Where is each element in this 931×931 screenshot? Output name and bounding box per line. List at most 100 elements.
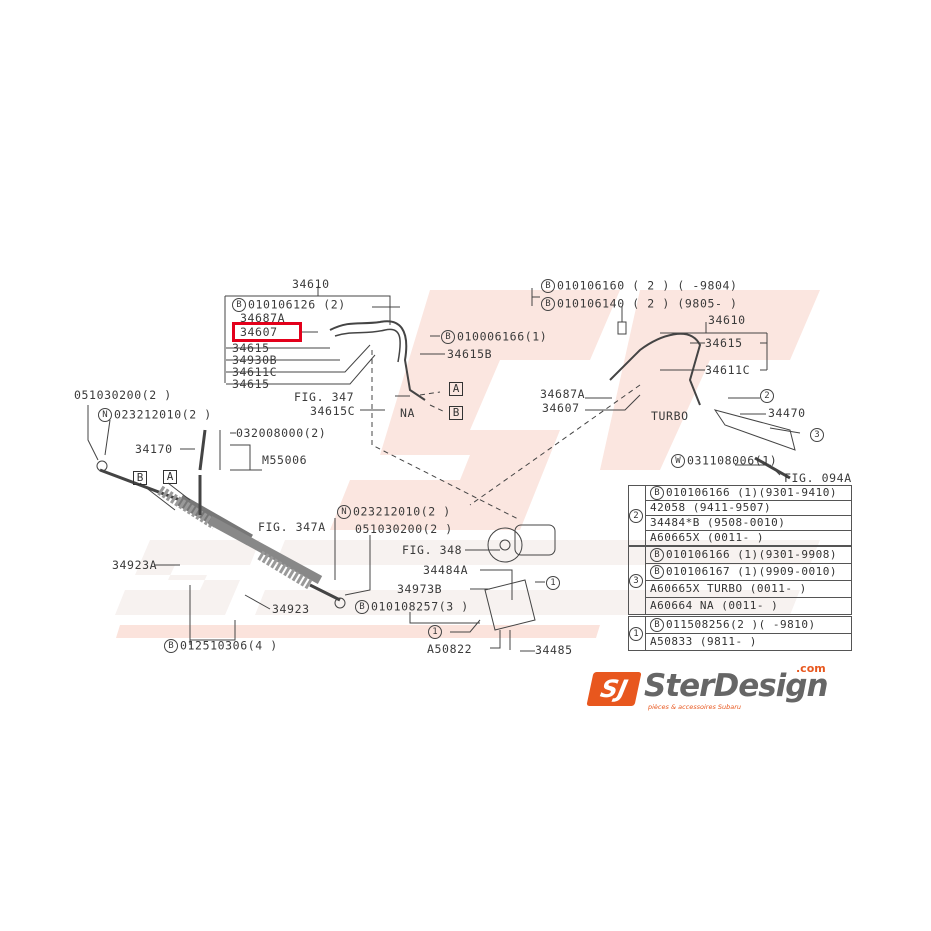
power-steering-pump-body [514, 524, 556, 556]
tie-rod-end-right [334, 597, 346, 609]
part-label-051030200[interactable]: 051030200(2 ) [74, 388, 172, 402]
figure-ref-094A[interactable]: FIG. 094A [784, 471, 852, 485]
bolt-prefix-icon: B [355, 600, 369, 614]
watermark-sj-mark [330, 290, 620, 530]
table-cell[interactable]: A60665X (0011- ) [645, 530, 852, 547]
part-number: 010106126 (2) [248, 297, 346, 312]
logo-tagline: pièces & accessoires Subaru [648, 703, 742, 711]
part-label-34170[interactable]: 34170 [135, 442, 173, 456]
variant-label-turbo: TURBO [651, 409, 689, 423]
logo-mark: SJ [586, 672, 642, 706]
table-key-3: 3 [628, 545, 646, 616]
hose-na-2 [334, 328, 401, 363]
part-label-34607[interactable]: 34607 [542, 401, 580, 415]
table-key-2: 2 [628, 485, 646, 547]
part-label-34687A[interactable]: 34687A [540, 387, 586, 401]
connector-ref-b: B [133, 471, 147, 485]
washer-prefix-icon: W [671, 454, 685, 468]
part-label-34615C[interactable]: 34615C [310, 404, 356, 418]
table-row: A60665X (0011- ) [629, 530, 852, 547]
circled-number: 1 [629, 626, 643, 641]
bolt-prefix-icon: B [650, 486, 664, 500]
part-number: 010006166(1) [457, 329, 548, 344]
part-label-34610[interactable]: 34610 [708, 313, 746, 327]
circled-number: 1 [546, 576, 560, 590]
part-number: 031108006(1) [687, 453, 778, 468]
logo-brand: SterDesign [644, 668, 829, 704]
table-key-1: 1 [628, 615, 646, 651]
steering-rack-body [207, 516, 323, 584]
table-cell[interactable]: A60665X TURBO (0011- ) [645, 580, 852, 598]
tie-rod-right [309, 583, 341, 602]
part-label-34923[interactable]: 34923 [272, 602, 310, 616]
part-label-34973B[interactable]: 34973B [397, 582, 443, 596]
part-label-34485[interactable]: 34485 [535, 643, 573, 657]
table-cell[interactable]: A50833 (9811- ) [645, 633, 852, 651]
part-number: 023212010(2 ) [353, 504, 451, 519]
callout-1[interactable]: 1 [546, 576, 562, 590]
watermark-tagline-shape [116, 625, 600, 638]
part-label-34930B[interactable]: 34930B [232, 353, 278, 367]
part-label-34923A[interactable]: 34923A [112, 558, 158, 572]
table-cell[interactable]: 42058 (9411-9507) [645, 500, 852, 516]
table-row: A60665X TURBO (0011- ) [629, 580, 852, 598]
figure-ref-348[interactable]: FIG. 348 [402, 543, 463, 557]
part-number: 010108257(3 ) [371, 599, 469, 614]
part-label-M55006[interactable]: M55006 [262, 453, 308, 467]
callout-1[interactable]: 1 [428, 625, 444, 639]
bracket-34610-left [224, 286, 391, 383]
table-cell[interactable]: A60664 NA (0011- ) [645, 597, 852, 616]
part-label-34470[interactable]: 34470 [768, 406, 806, 420]
part-label-34611C[interactable]: 34611C [232, 365, 278, 379]
pinion-shaft [198, 429, 207, 515]
power-steering-pump-pulley [487, 527, 523, 563]
nut-prefix-icon: N [337, 505, 351, 519]
part-number: 010106140 ( 2 ) (9805- ) [557, 296, 738, 311]
part-label-34615[interactable]: 34615 [705, 336, 743, 350]
leader-lines-turbo [585, 394, 641, 411]
watermark-sj-mark-j [600, 290, 820, 470]
part-number: 010106166 (1)(9301-9908) [666, 548, 837, 561]
part-label-34687A[interactable]: 34687A [240, 311, 286, 325]
part-label-A50822[interactable]: A50822 [427, 642, 473, 656]
part-label-34610[interactable]: 34610 [292, 277, 330, 291]
bolt-prefix-icon: B [650, 618, 664, 632]
part-number: 010106166 (1)(9301-9410) [666, 486, 837, 499]
callout-2[interactable]: 2 [760, 389, 776, 403]
figure-ref-347A[interactable]: FIG. 347A [258, 520, 326, 534]
table-row: A50833 (9811- ) [629, 633, 852, 651]
part-label-34615[interactable]: 34615 [232, 377, 270, 391]
part-label-34607[interactable]: 34607 [240, 325, 278, 339]
hose-na [329, 320, 426, 401]
table-cell[interactable]: 34484*B (9508-0010) [645, 515, 852, 531]
part-label-051030200[interactable]: 051030200(2 ) [355, 522, 453, 536]
figure-ref-347[interactable]: FIG. 347 [294, 390, 355, 404]
callout-3[interactable]: 3 [810, 428, 826, 442]
part-label-34615[interactable]: 34615 [232, 341, 270, 355]
part-label-34615B[interactable]: 34615B [447, 347, 493, 361]
part-label-34611C[interactable]: 34611C [705, 363, 751, 377]
bolt-icon [617, 321, 627, 335]
circled-number: 1 [428, 625, 442, 639]
rack-boot-left [157, 485, 218, 530]
part-label-032008000[interactable]: 032008000(2) [236, 426, 327, 440]
part-number: 010106160 ( 2 ) ( -9804) [557, 278, 738, 293]
part-label-34484A[interactable]: 34484A [423, 563, 469, 577]
bolt-prefix-icon: B [541, 297, 555, 311]
